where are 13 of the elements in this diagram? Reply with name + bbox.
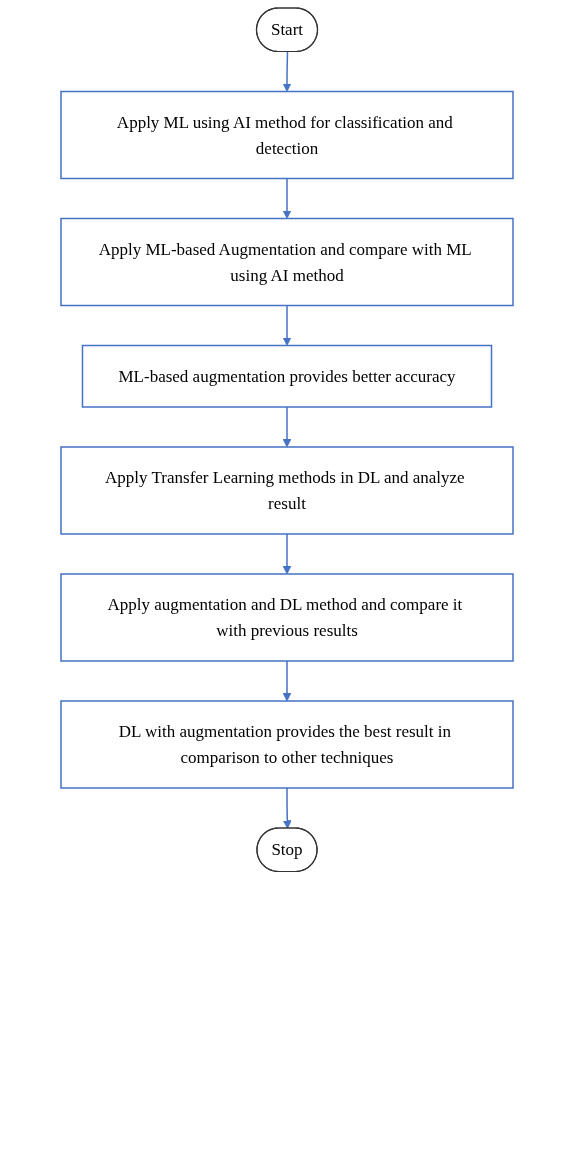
arrow: [282, 406, 291, 448]
node-box: ML-based augmentation provides better accuracy: [81, 344, 492, 408]
node-box: Apply ML using AI method for classification and detection: [59, 90, 514, 180]
arrow: [282, 787, 292, 829]
arrow: [282, 533, 291, 575]
node-box: Apply Transfer Learning methods in DL and analyze result: [59, 446, 514, 535]
arrow: [282, 304, 291, 346]
node-box: Apply ML-based Augmentation and compare with ML using AI method: [59, 217, 514, 307]
node-box: DL with augmentation provides the best result in comparison to other techniques: [59, 700, 514, 789]
arrow: [282, 177, 291, 219]
arrow: [282, 51, 291, 92]
node-box: Apply augmentation and DL method and compare it with previous results: [59, 573, 514, 662]
arrow: [282, 660, 291, 702]
